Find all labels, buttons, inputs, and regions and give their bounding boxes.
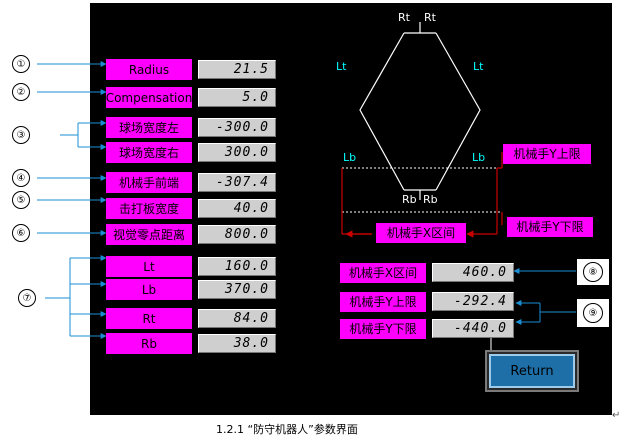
param-label-court-width-left: 球场宽度左 [106, 117, 192, 138]
readout-label-y-upper: 机械手Y上限 [340, 292, 426, 312]
param-label-rt: Rt [106, 308, 192, 329]
param-label-compensation: Compensation [106, 87, 192, 108]
param-value-compensation[interactable]: 5.0 [198, 88, 276, 107]
param-value-lt[interactable]: 160.0 [198, 257, 276, 276]
param-label-rb: Rb [106, 333, 192, 354]
diagram-label-lb-right: Lb [472, 151, 486, 164]
diagram-label-x-interval: 机械手X区间 [376, 223, 466, 243]
marker-8: ⑧ [583, 262, 603, 282]
diagram-label-y-lower: 机械手Y下限 [507, 217, 593, 237]
x-interval-arrows [341, 152, 503, 238]
marker-2: ② [12, 83, 30, 101]
marker-9: ⑨ [583, 303, 603, 323]
param-value-paddle-width[interactable]: 40.0 [198, 199, 276, 218]
diagram-label-rt-right: Rt [424, 11, 436, 24]
param-value-rt[interactable]: 84.0 [198, 309, 276, 328]
param-label-radius: Radius [106, 59, 192, 80]
marker-8-box: ⑧ [576, 258, 610, 286]
marker-4: ④ [12, 169, 30, 187]
param-label-court-width-right: 球场宽度右 [106, 142, 192, 163]
paragraph-mark: ↵ [612, 410, 621, 421]
marker-3: ③ [12, 126, 30, 144]
figure-caption: 1.2.1 “防守机器人”参数界面 [216, 423, 358, 436]
marker-7: ⑦ [18, 289, 36, 307]
diagram-label-lb-left: Lb [343, 151, 357, 164]
readout-value-x-interval: 460.0 [432, 263, 514, 282]
diagram-label-y-upper: 机械手Y上限 [503, 144, 591, 164]
right-connectors [513, 268, 577, 325]
param-value-rb[interactable]: 38.0 [198, 334, 276, 353]
param-label-vision-zero-distance: 视觉零点距离 [106, 224, 192, 245]
diagram-label-rb-left: Rb [402, 193, 417, 206]
readout-value-y-upper: -292.4 [432, 292, 514, 311]
readout-value-y-lower: -440.0 [432, 319, 514, 338]
param-label-lb: Lb [106, 279, 192, 300]
param-value-court-width-right[interactable]: 300.0 [198, 143, 276, 162]
court-hexagon [359, 22, 481, 200]
diagram-label-rt-left: Rt [398, 11, 410, 24]
param-label-paddle-width: 击打板宽度 [106, 198, 192, 219]
marker-5: ⑤ [12, 191, 30, 209]
marker-1: ① [12, 55, 30, 73]
param-value-lb[interactable]: 370.0 [198, 280, 276, 299]
readout-label-x-interval: 机械手X区间 [340, 263, 426, 283]
marker-6: ⑥ [12, 224, 30, 242]
param-value-radius[interactable]: 21.5 [198, 60, 276, 79]
marker-9-box: ⑨ [576, 298, 610, 328]
diagram-label-rb-right: Rb [423, 193, 438, 206]
param-value-court-width-left[interactable]: -300.0 [198, 118, 276, 137]
param-label-lt: Lt [106, 256, 192, 277]
param-value-vision-zero-distance[interactable]: 800.0 [198, 225, 276, 244]
param-value-manipulator-front[interactable]: -307.4 [198, 173, 276, 192]
diagram-label-lt-left: Lt [336, 60, 347, 73]
param-label-manipulator-front: 机械手前端 [106, 172, 192, 193]
return-button[interactable]: Return [489, 354, 575, 388]
left-connectors [37, 61, 107, 339]
readout-label-y-lower: 机械手Y下限 [340, 319, 426, 339]
diagram-label-lt-right: Lt [473, 60, 484, 73]
